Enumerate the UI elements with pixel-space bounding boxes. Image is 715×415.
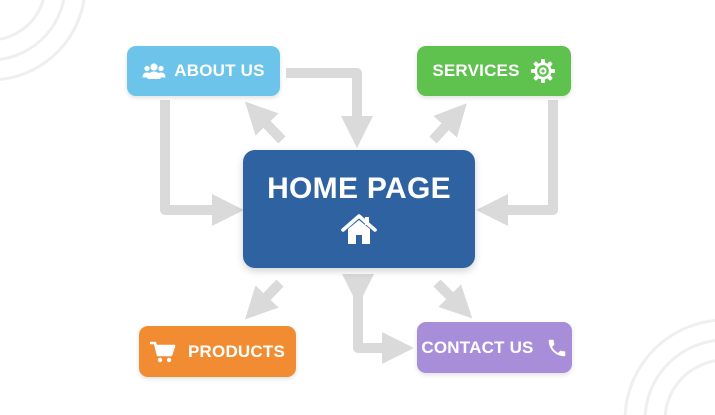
about-us-label: ABOUT US xyxy=(174,61,265,80)
arrow-about-to-home xyxy=(160,100,245,227)
arrow-home-contact-bidirectional xyxy=(341,273,415,365)
arrow-services-to-home xyxy=(475,100,558,227)
contact-us-label: CONTACT US xyxy=(421,337,534,357)
services-label: SERVICES xyxy=(432,61,520,80)
arrow-home-to-contact xyxy=(433,279,473,319)
gear-icon xyxy=(530,58,556,84)
phone-icon xyxy=(546,337,568,359)
contact-us-node[interactable]: CONTACT US xyxy=(417,322,572,373)
about-us-node[interactable]: ABOUT US xyxy=(127,46,280,96)
home-page-label: HOME PAGE xyxy=(267,172,451,205)
arrow-home-to-services xyxy=(429,103,467,144)
products-label: PRODUCTS xyxy=(188,341,285,361)
products-node[interactable]: PRODUCTS xyxy=(139,326,296,377)
home-page-node[interactable]: HOME PAGE xyxy=(243,150,475,268)
arrow-home-to-products xyxy=(244,279,284,320)
arrow-home-to-about xyxy=(244,101,286,144)
cart-icon xyxy=(150,341,176,363)
services-node[interactable]: SERVICES xyxy=(417,46,571,96)
decorative-arcs-top-left xyxy=(0,0,86,81)
users-icon xyxy=(142,62,166,80)
arrow-about-top-to-home xyxy=(286,68,374,149)
house-icon xyxy=(341,214,377,246)
decorative-arcs-bottom-right xyxy=(623,319,715,415)
